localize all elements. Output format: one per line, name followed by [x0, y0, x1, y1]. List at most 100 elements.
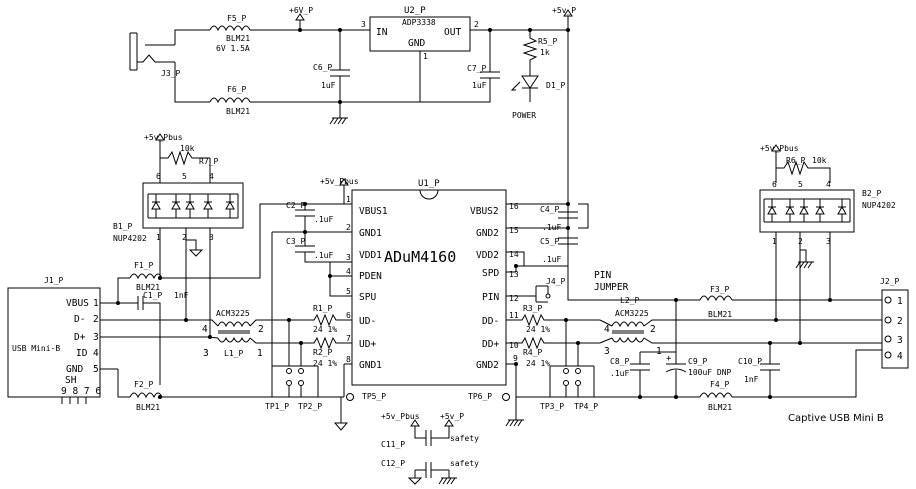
u1-pin-vbus2: VBUS2 — [470, 206, 499, 217]
b2-p1: 1 — [772, 237, 777, 246]
f5-ref: F5_P — [227, 14, 246, 23]
f1-ferrite — [129, 273, 163, 280]
wire-u2-gnd — [340, 51, 421, 103]
u1-num-2: 2 — [346, 223, 351, 232]
f4-ferrite — [699, 349, 882, 399]
b2-pbus: +5v_Pbus — [760, 144, 799, 153]
c3-val: .1uF — [314, 251, 333, 260]
j2-num-1: 1 — [897, 296, 903, 307]
tp5-gnd — [333, 397, 349, 431]
j2-ref: J2_P — [880, 277, 899, 286]
f5-ferrite — [209, 25, 251, 32]
u1-num-8: 8 — [346, 355, 351, 364]
junction-spd — [514, 264, 518, 268]
j1-pin-vbus: VBUS — [66, 298, 89, 309]
safety-pbus-arrow — [410, 419, 420, 433]
u1-num-9: 9 — [513, 354, 518, 363]
j1-pin-dp: D+ — [74, 332, 86, 343]
j1-sh: SH — [65, 375, 77, 386]
b1-gnd — [188, 242, 204, 257]
j1-num-2: 2 — [93, 314, 99, 325]
c7-val: 1uF — [472, 81, 487, 90]
c10-val: 1nF — [744, 375, 759, 384]
safety-caps: +5v_Pbus +5v_P C11_P safety C12_P safety — [381, 412, 479, 485]
tp3-point — [563, 368, 569, 374]
tp3-point-b — [563, 380, 569, 386]
j1-num-4: 4 — [93, 348, 99, 359]
f5-part: BLM21 — [226, 34, 250, 43]
j1-num-1: 1 — [93, 298, 99, 309]
tp5-label: TP5_P — [362, 392, 386, 401]
junction-6v — [298, 28, 302, 32]
j1-pin-gnd: GND — [66, 364, 83, 375]
wire-5v-f3 — [567, 204, 700, 301]
u1-pbus: +5v_Pbus — [320, 177, 359, 186]
junction-b1-vbus — [158, 276, 162, 280]
c9-cap — [665, 300, 687, 397]
c6-ref: C6_P — [313, 63, 332, 72]
c5-val: .1uF — [542, 255, 561, 264]
captive-label: Captive USB Mini B — [788, 413, 884, 424]
j2-pin-4 — [884, 351, 892, 359]
l1-p2: 2 — [258, 324, 264, 335]
u2-gnd: GND — [408, 38, 425, 49]
u1-pin-udp: UD+ — [359, 339, 376, 350]
c9-plus: + — [666, 354, 672, 364]
j1-shield-legs — [61, 397, 87, 404]
b1-box — [142, 182, 244, 229]
f4-ref: F4_P — [710, 380, 729, 389]
r2-ref: R2_P — [313, 348, 332, 357]
j2-num-3: 3 — [897, 335, 903, 346]
l1-p3: 3 — [203, 348, 209, 359]
l2-p2: 2 — [650, 324, 656, 335]
wire-gnd2-loop — [578, 203, 589, 229]
l2-part: ACM3225 — [615, 309, 649, 318]
u1-num-1: 1 — [346, 195, 351, 204]
c12-cap — [407, 462, 457, 485]
f1-ref: F1_P — [134, 261, 153, 270]
junction-c10-gnd — [768, 395, 772, 399]
b1-part: NUP4202 — [113, 234, 147, 243]
b1-inner-rails — [147, 193, 239, 219]
b2-legs-out — [775, 232, 831, 343]
l1-choke — [217, 321, 251, 343]
c6-val: 1uF — [321, 81, 336, 90]
plus5v-arrow — [563, 9, 573, 30]
right-side-circuit: C4_P .1uF C5_P .1uF J4_P PIN JUMPER R3_P… — [468, 202, 882, 427]
left-signal-path: F1_P BLM21 C1_P 1nF ACM3225 L1_P 4 2 3 1… — [116, 177, 386, 431]
l2-p4: 4 — [604, 324, 610, 335]
u1-num-5: 5 — [346, 287, 351, 296]
junction-c2 — [303, 202, 307, 206]
c11-ref: C11_P — [381, 440, 405, 449]
r2-val: 24 1% — [313, 359, 337, 368]
b2-tvs-array: +5v_Pbus R6_P 10k 6 5 4 1 2 3 B2_P NUP42… — [759, 144, 896, 343]
c4-val: .1uF — [542, 223, 561, 232]
u1-pin-pden: PDEN — [359, 271, 382, 282]
j2-pin-1 — [884, 296, 892, 304]
j1-num-5: 5 — [93, 364, 99, 375]
j1-ref: J1_P — [44, 276, 63, 285]
j1-pin-stubs — [100, 302, 118, 370]
c12-ref: C12_P — [381, 459, 405, 468]
r1-ref: R1_P — [313, 304, 332, 313]
d1-led-arrow — [510, 81, 521, 91]
u2-out: OUT — [444, 27, 461, 38]
u1-pin-udm: UD- — [359, 316, 376, 327]
f2-ref: F2_P — [134, 380, 153, 389]
l2-choke — [599, 319, 700, 344]
r4-val: 24 1% — [526, 359, 550, 368]
junction-gnd2 — [514, 362, 518, 366]
b1-pbus: +5v_Pbus — [144, 133, 183, 142]
wire-gnd-f2 — [117, 369, 130, 398]
r5-val: 1k — [540, 48, 550, 57]
junction-f2 — [158, 395, 162, 399]
l1-ref: L1_P — [224, 349, 243, 358]
junction-b1-dm — [184, 318, 188, 322]
c7-ref: C7_P — [467, 64, 486, 73]
f2-part: BLM21 — [136, 403, 160, 412]
tp6-point — [502, 393, 510, 401]
r6-resistor — [775, 158, 831, 183]
u1-num-16: 16 — [509, 202, 519, 211]
u1-num-6: 6 — [346, 311, 351, 320]
